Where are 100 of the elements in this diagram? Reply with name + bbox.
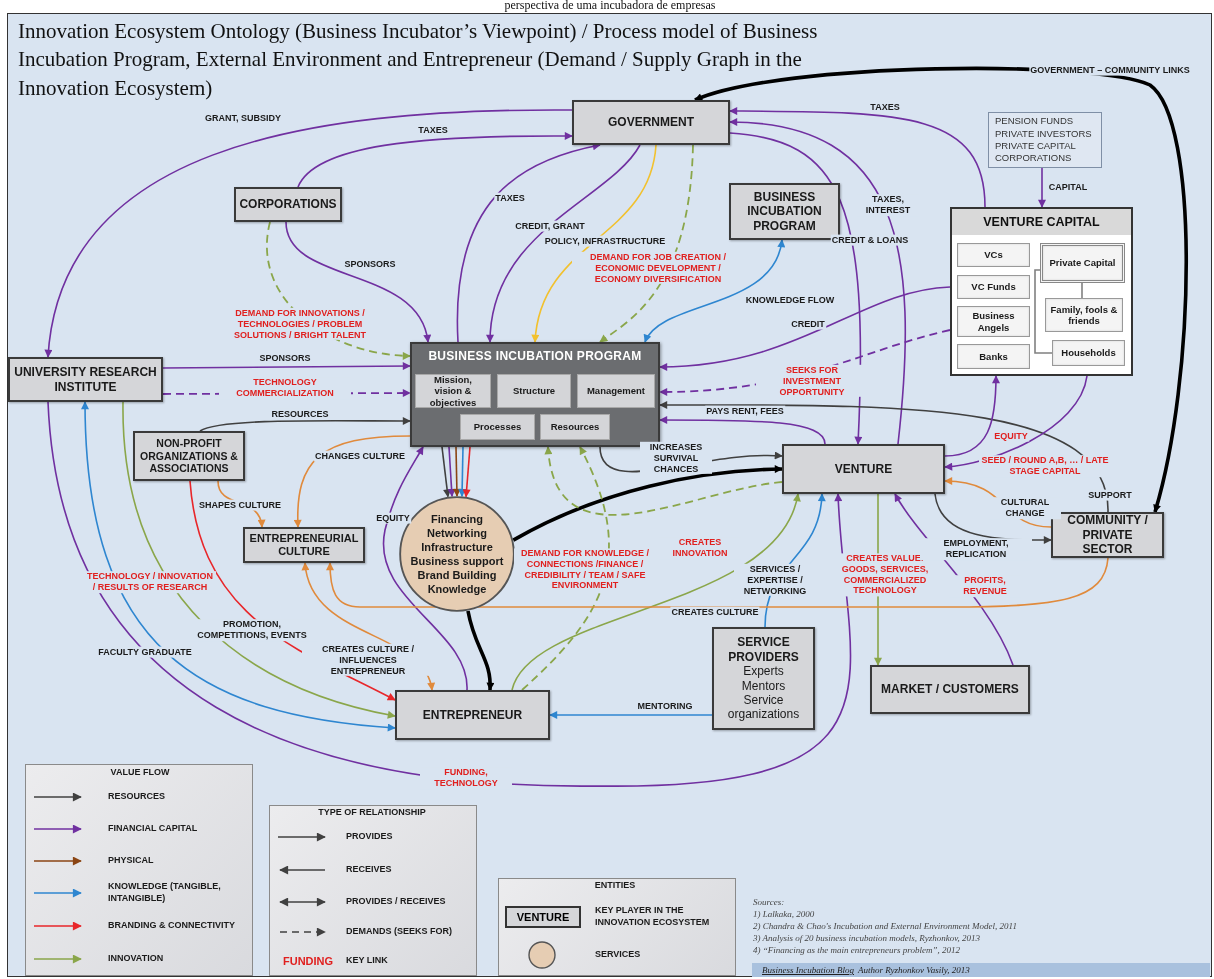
box-label: Service organizations — [726, 692, 801, 722]
box-label: NON-PROFIT ORGANIZATIONS & ASSOCIATIONS — [139, 437, 239, 475]
entity-box — [870, 665, 1030, 714]
legend-text: RECEIVES — [346, 864, 392, 876]
list-item: PRIVATE INVESTORS — [995, 127, 1093, 140]
author-credit: Author Ryzhonkov Vasily, 2013 — [858, 965, 970, 975]
edge-label: CREATES CULTURE — [670, 606, 760, 618]
item-box — [957, 243, 1030, 267]
service-item: Brand Building — [417, 568, 497, 582]
box-label: Family, fools & friends — [1049, 303, 1119, 327]
arrow — [81, 401, 396, 732]
edge-label: CREDIT — [790, 318, 826, 330]
connector-line — [1034, 269, 1053, 354]
box-label: VENTURE — [834, 461, 893, 477]
key-link-sample: FUNDING — [283, 955, 334, 967]
edge-label: GOVERNMENT – COMMUNITY LINKS — [1029, 64, 1191, 76]
edge-label: SEED / ROUND A,B, … / LATE STAGE CAPITAL — [979, 455, 1111, 477]
legend-heading: ENTITIES — [593, 880, 637, 890]
edge-label: MENTORING — [636, 700, 694, 712]
arrow — [293, 435, 411, 528]
arrow — [511, 493, 800, 691]
arrow — [599, 144, 694, 343]
list-item: PENSION FUNDS — [995, 115, 1075, 128]
box-label: VC Funds — [971, 281, 1016, 293]
legend-heading: VALUE FLOW — [109, 767, 171, 777]
component-box — [497, 374, 571, 408]
edge-label: TECHNOLOGY COMMERCIALIZATION — [219, 377, 351, 399]
arrow — [944, 375, 1000, 457]
arrow — [944, 375, 1088, 471]
source-entry: 1) Lalkaka, 2000 — [753, 909, 815, 919]
edge-label: CREDIT, GRANT — [514, 220, 586, 232]
edge-label: KNOWLEDGE FLOW — [744, 294, 836, 306]
panel-header: VENTURE CAPITAL — [952, 209, 1131, 235]
legend-text: PROVIDES / RECEIVES — [346, 896, 446, 908]
component-box — [460, 414, 535, 440]
arrow — [458, 446, 467, 497]
group-box — [950, 207, 1133, 376]
list-item: PRIVATE CAPITAL — [995, 140, 1077, 153]
box-label: Structure — [512, 385, 556, 397]
arrow — [644, 239, 785, 343]
sources-heading: Sources: — [753, 897, 785, 907]
source-entry: 3) Analysis of 20 business incubation models, Ryzhonkov, 2013 — [753, 933, 980, 943]
page-heading-fragment: perspectiva de uma incubadora de empresas — [503, 0, 717, 12]
arrow — [659, 401, 1109, 513]
entity-box — [133, 431, 245, 481]
component-box — [415, 374, 491, 408]
arrow — [1038, 167, 1046, 208]
box-label: Banks — [979, 350, 1008, 363]
box-label: Experts — [743, 664, 784, 679]
box-label: Private Capital — [1049, 257, 1116, 269]
arrow — [545, 446, 783, 516]
arrow — [729, 118, 906, 445]
arrow — [162, 362, 411, 371]
item-box — [957, 344, 1030, 369]
box-label: CORPORATIONS — [239, 197, 337, 212]
legend-text: KEY PLAYER IN THE INNOVATION ECOSYSTEM — [595, 905, 711, 929]
arrow — [512, 465, 783, 542]
service-item: Knowledge — [427, 582, 487, 596]
edge-label: PAYS RENT, FEES — [705, 405, 785, 417]
arrow — [729, 107, 986, 208]
box-label: COMMUNITY / PRIVATE SECTOR — [1066, 513, 1149, 557]
edge-label: SPONSORS — [258, 352, 312, 364]
edge-label: EQUITY — [993, 430, 1029, 442]
arrow — [297, 132, 573, 188]
box-label: SERVICE PROVIDERS — [727, 635, 800, 665]
edge-label: FUNDING, TECHNOLOGY — [420, 767, 512, 789]
arrow — [452, 446, 461, 497]
arrow — [382, 446, 468, 691]
legend-text: KNOWLEDGE (TANGIBLE, INTANGIBLE) — [108, 881, 222, 905]
connector-line — [1081, 282, 1083, 299]
edge-label: TAXES — [494, 192, 526, 204]
edge-label: TECHNOLOGY / INNOVATION / RESULTS OF RESEARCH — [84, 571, 216, 593]
edge-label: FACULTY GRADUATE — [97, 646, 193, 658]
arrow — [441, 446, 452, 498]
legend-text: DEMANDS (SEEKS FOR) — [346, 926, 452, 938]
arrow — [45, 109, 573, 358]
service-item: Financing — [431, 512, 483, 526]
legend-text: KEY LINK — [346, 955, 388, 967]
box-label: Business Angels — [971, 310, 1016, 333]
box-label: Mission, vision & objectives — [428, 373, 478, 409]
arrow — [447, 446, 456, 497]
service-item: Business support — [410, 554, 504, 568]
legend-text: PROVIDES — [346, 831, 393, 843]
edge-label: INCREASES SURVIVAL CHANCES — [640, 441, 712, 475]
arrow — [462, 446, 471, 498]
legend-heading: TYPE OF RELATIONSHIP — [317, 807, 427, 817]
service-item: Infrastructure — [421, 540, 493, 554]
entity-box — [1051, 512, 1164, 558]
service-item: Networking — [427, 526, 487, 540]
item-box — [1040, 243, 1125, 283]
panel-header: BUSINESS INCUBATION PROGRAM — [427, 349, 643, 363]
edge-label: SPONSORS — [343, 258, 397, 270]
entity-box — [712, 627, 815, 730]
arrow — [549, 711, 713, 719]
edge-label: EQUITY — [375, 512, 411, 524]
box-label: UNIVERSITY RESEARCH INSTITUTE — [14, 365, 157, 394]
edge-label: TAXES — [417, 124, 449, 136]
entity-box — [782, 444, 945, 494]
box-label: ENTREPRENEURIAL CULTURE — [249, 531, 359, 559]
source-entry: 4) “Financing as the main entrepreneurs problem”, 2012 — [753, 945, 960, 955]
